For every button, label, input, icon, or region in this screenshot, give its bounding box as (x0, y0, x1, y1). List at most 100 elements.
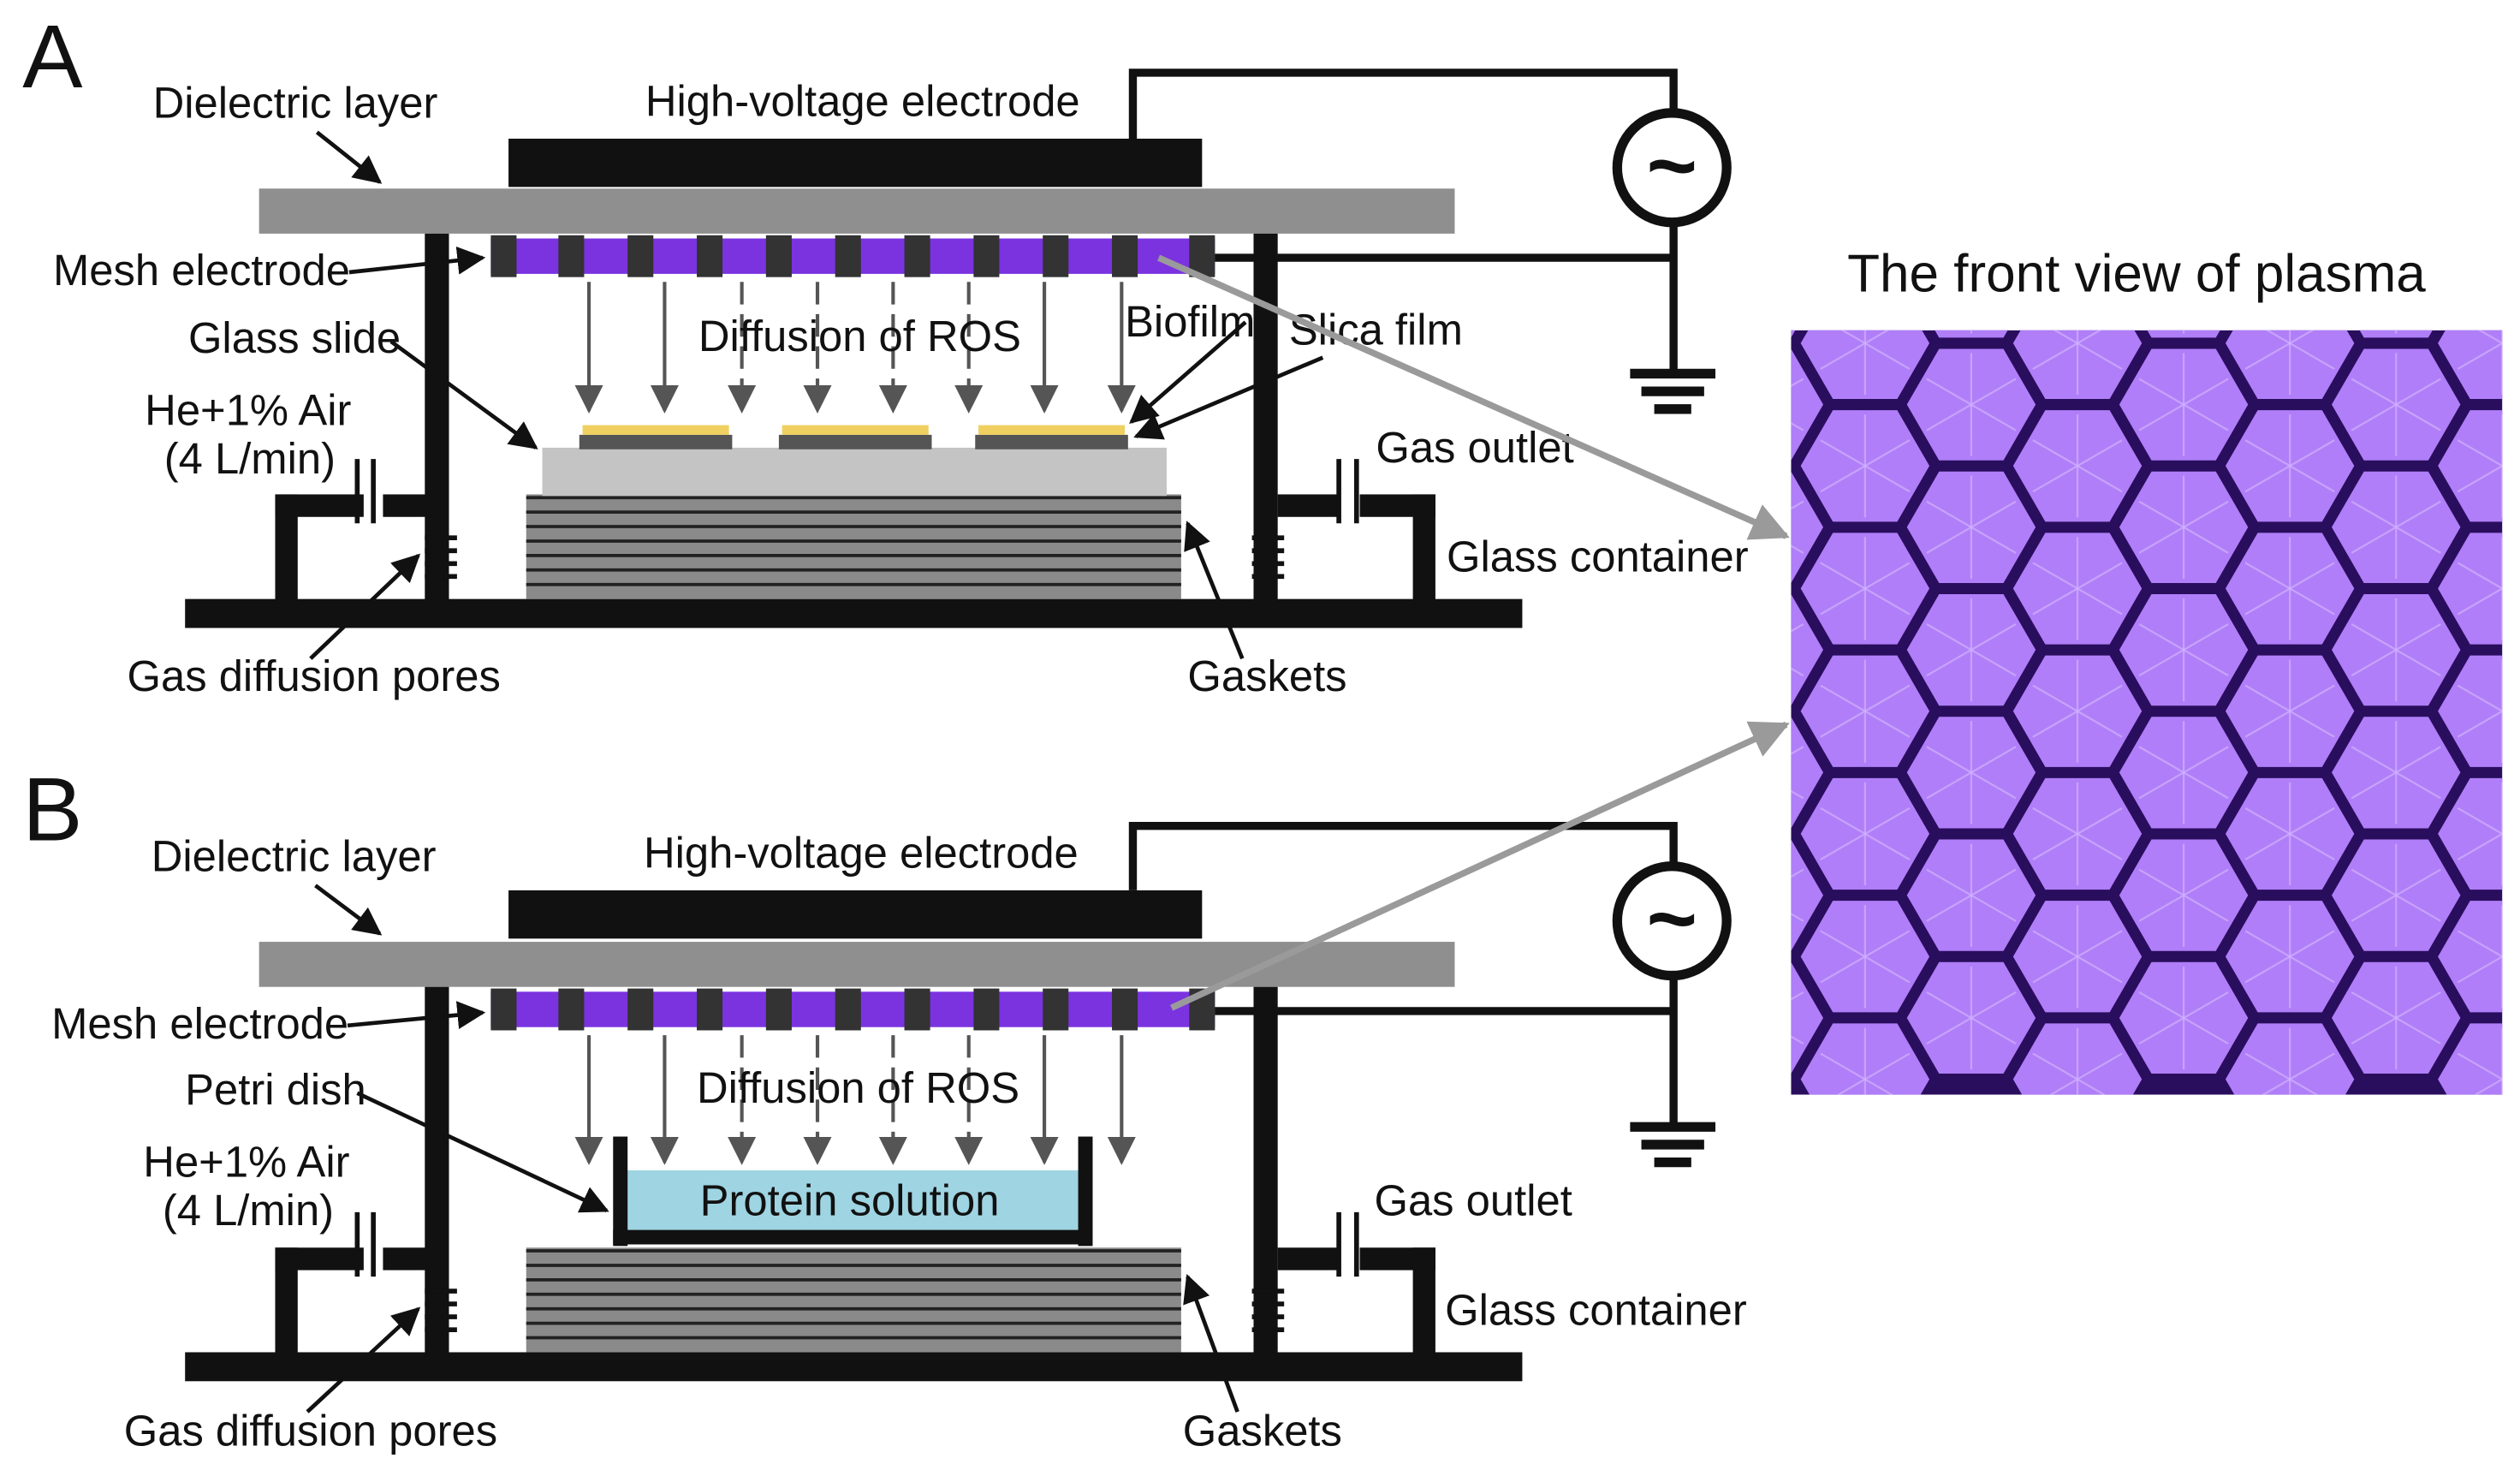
plasma-hex-spoke (1926, 991, 2017, 1045)
gas-diffusion-pores-b (425, 1288, 1285, 1332)
svg-text:~: ~ (1647, 870, 1697, 967)
plasma-hex-spoke (2457, 562, 2503, 590)
plasma-hex-spoke (1791, 1035, 1804, 1045)
plasma-hex-spoke (1836, 1052, 1911, 1095)
label-gas-outlet-b: Gas outlet (1374, 1176, 1572, 1225)
label-dielectric-layer-a: Dielectric layer (153, 79, 438, 128)
plasma-hex-cell (2359, 330, 2433, 338)
label-pores-a: Gas diffusion pores (128, 652, 501, 700)
plasma-front-view-image (1715, 256, 2503, 1095)
plasma-hex-spoke (1715, 256, 1804, 307)
plasma-hex-spoke (1820, 562, 1911, 616)
ros-arrows-a (574, 282, 1136, 414)
plasma-hex-spoke (2138, 500, 2229, 554)
plasma-hex-spoke (2032, 562, 2123, 616)
plasma-hex-spoke (1791, 667, 1804, 677)
plasma-hex-spoke (2032, 330, 2102, 370)
label-diffusion-b: Diffusion of ROS (697, 1063, 1019, 1112)
label-gas-in-1-b: He+1% Air (143, 1138, 349, 1187)
label-hv-electrode-a: High-voltage electrode (645, 77, 1080, 126)
dielectric-layer-a (259, 188, 1455, 234)
plasma-hex-spoke (2244, 562, 2335, 616)
label-mesh-electrode-a: Mesh electrode (53, 246, 350, 295)
label-glass-container-b: Glass container (1445, 1286, 1747, 1335)
label-hv-electrode-b: High-voltage electrode (644, 829, 1079, 878)
plasma-hex-spoke (2244, 930, 2335, 984)
panel-b: B (22, 760, 1747, 1455)
svg-text:~: ~ (1647, 116, 1697, 214)
label-gas-in-2-a: (4 L/min) (164, 434, 336, 483)
plasma-view-title: The front view of plasma (1847, 245, 2426, 304)
ground-b (1630, 1122, 1716, 1168)
plasma-hex-spoke (2457, 464, 2503, 493)
plasma-hex-cell (2147, 330, 2220, 338)
gas-outlet-tube-b (1336, 1211, 1359, 1277)
plasma-hex-spoke (1791, 991, 1804, 1001)
glass-container-a (185, 233, 1523, 628)
plasma-hex-spoke (2138, 868, 2229, 922)
gas-inlet-tube-b (354, 1211, 376, 1277)
gas-outlet-tube-a (1336, 459, 1359, 524)
glass-slide-a (542, 447, 1167, 497)
plasma-hex-spoke (2351, 868, 2441, 922)
circuit-b (1128, 822, 1678, 1124)
ground-a (1630, 368, 1716, 414)
label-gaskets-b: Gaskets (1183, 1406, 1342, 1455)
plasma-hex-spoke (2457, 587, 2503, 616)
plasma-hex-cell (1791, 330, 1796, 338)
label-dielectric-layer-b: Dielectric layer (152, 831, 437, 880)
label-gaskets-a: Gaskets (1187, 652, 1346, 700)
dielectric-layer-b (259, 942, 1455, 987)
plasma-hex-cell (2438, 533, 2503, 645)
plasma-hex-spoke (2457, 342, 2503, 370)
plasma-hex-spoke (2457, 439, 2503, 467)
plasma-hex-spoke (1926, 378, 2017, 431)
plasma-hex-spoke (2138, 622, 2229, 677)
gas-diffusion-pores-a (425, 535, 1285, 580)
plasma-hex-grid (1715, 256, 2503, 1095)
label-diffusion-a: Diffusion of ROS (698, 312, 1021, 360)
ac-source-b: ~ (1612, 861, 1732, 981)
plasma-hex-spoke (2244, 439, 2335, 493)
petri-dish-b (613, 1136, 1093, 1247)
plasma-hex-cell (2438, 1023, 2503, 1095)
plasma-hex-spoke (2244, 806, 2335, 860)
plasma-hex-spoke (2138, 746, 2229, 800)
plasma-hex-spoke (2457, 955, 2503, 984)
plasma-hex-cell (2438, 655, 2503, 767)
label-glass-container-a: Glass container (1447, 533, 1749, 581)
plasma-hex-spoke (2457, 930, 2503, 958)
gaskets-a (526, 494, 1181, 599)
plasma-hex-spoke (2351, 991, 2441, 1045)
plasma-hex-spoke (2457, 1052, 2503, 1080)
circuit-a (1128, 68, 1678, 371)
mesh-electrode-a (490, 235, 1215, 277)
plasma-hex-spoke (2032, 930, 2123, 984)
plasma-hex-spoke (2351, 746, 2441, 800)
plasma-hex-cell (1791, 471, 1823, 584)
plasma-hex-spoke (2457, 684, 2503, 712)
label-glass-slide-a: Glass slide (188, 313, 401, 362)
plasma-hex-spoke (2457, 832, 2503, 860)
plasma-hex-spoke (1926, 868, 2017, 922)
plasma-hex-spoke (1820, 806, 1911, 860)
label-protein-solution-b: Protein solution (700, 1176, 1000, 1225)
label-gas-in-1-a: He+1% Air (145, 386, 351, 435)
label-biofilm-a: Biofilm (1125, 297, 1255, 346)
label-gas-outlet-a: Gas outlet (1376, 423, 1573, 472)
plasma-hex-spoke (1791, 421, 1804, 431)
plasma-hex-spoke (2138, 991, 2229, 1045)
plasma-hex-spoke (1791, 622, 1804, 633)
plasma-hex-spoke (2351, 500, 2441, 554)
ac-source-a: ~ (1612, 108, 1732, 228)
label-gas-in-2-b: (4 L/min) (163, 1186, 334, 1235)
plasma-hex-spoke (1926, 746, 2017, 800)
label-mesh-electrode-b: Mesh electrode (51, 999, 348, 1048)
plasma-hex-cell (1935, 330, 2008, 338)
high-voltage-electrode-b (508, 890, 1203, 939)
plasma-hex-spoke (2048, 1052, 2123, 1095)
plasma-hex-spoke (1820, 684, 1911, 738)
plasma-hex-cell (2438, 777, 2503, 890)
gas-inlet-tube-a (354, 459, 376, 524)
